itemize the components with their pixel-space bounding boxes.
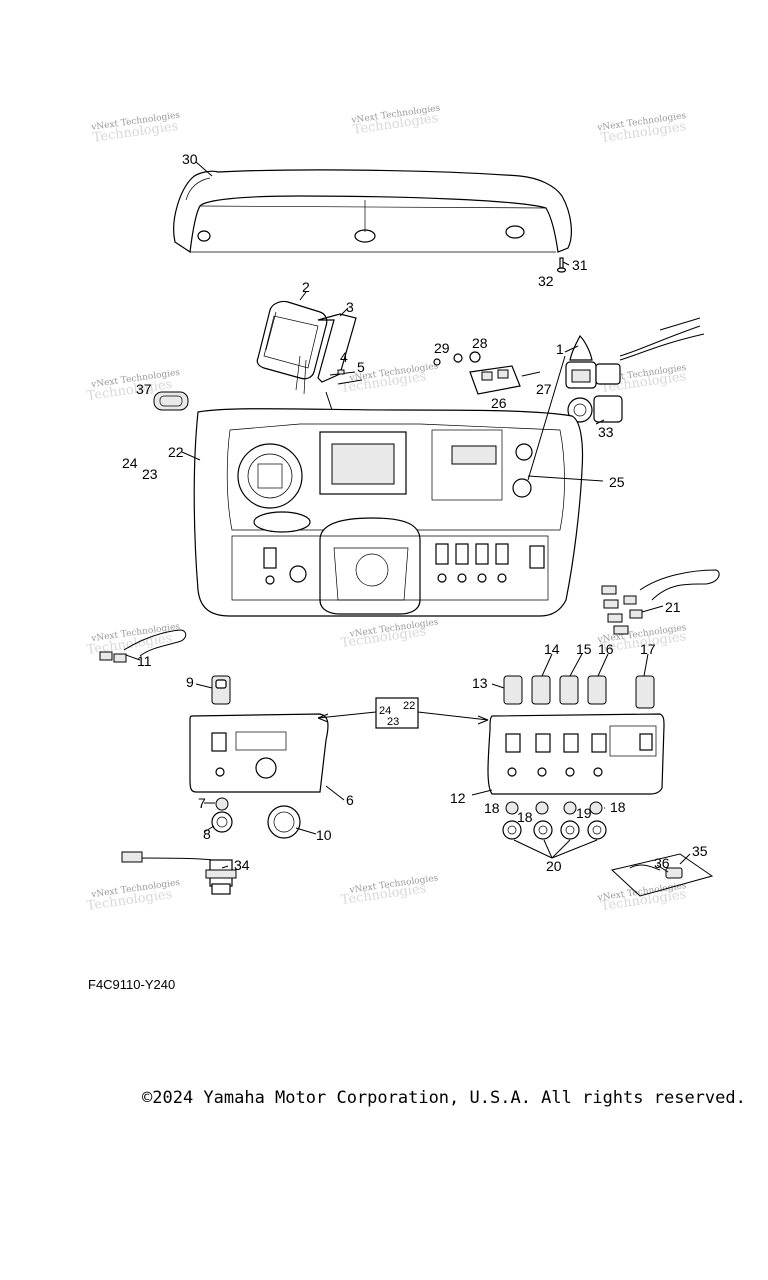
callout-5: 5	[357, 359, 365, 375]
callout-10: 10	[316, 827, 332, 843]
dashboard-part	[193, 408, 584, 617]
small-harness-part	[99, 629, 187, 663]
copyright-notice: ©2024 Yamaha Motor Corporation, U.S.A. A…	[142, 1088, 746, 1108]
callout-16: 16	[598, 641, 614, 657]
callout-15: 15	[576, 641, 592, 657]
callout-31: 31	[572, 257, 588, 273]
callout-box-23: 23	[387, 716, 399, 728]
key-fob-part	[153, 391, 189, 411]
callout-37: 37	[136, 381, 152, 397]
left-switch-panel-part	[189, 675, 329, 839]
visor-cover-part	[173, 169, 572, 273]
callout-20: 20	[546, 858, 562, 874]
callout-25: 25	[609, 474, 625, 490]
callout-3: 3	[346, 299, 354, 315]
callout-28: 28	[472, 335, 488, 351]
callout-17: 17	[640, 641, 656, 657]
watermark: Technologies vNext Technologies	[340, 873, 439, 908]
usb-module-part	[433, 351, 541, 395]
callout-2: 2	[302, 279, 310, 295]
callout-12: 12	[450, 790, 466, 806]
wire-harness-part	[601, 569, 720, 635]
watermark: Technologies vNext Technologies	[350, 103, 441, 137]
figure-code: F4C9110-Y240	[88, 977, 176, 992]
callout-32: 32	[538, 273, 554, 289]
callout-19: 19	[576, 805, 592, 821]
callout-6: 6	[346, 792, 354, 808]
callout-23: 23	[142, 466, 158, 482]
callout-29: 29	[434, 340, 450, 356]
key-part	[610, 853, 714, 897]
callout-18c: 18	[610, 799, 626, 815]
leader-lines	[125, 161, 691, 873]
callout-9: 9	[186, 674, 194, 690]
callout-30: 30	[182, 151, 198, 167]
right-switch-panel-part	[487, 675, 665, 859]
callout-7: 7	[198, 795, 206, 811]
callout-box-24: 24	[379, 705, 391, 717]
callout-36: 36	[654, 855, 670, 871]
callout-34: 34	[234, 857, 250, 873]
watermark: Technologies vNext Technologies	[90, 111, 181, 146]
watermark: Technologies vNext Technologies	[86, 878, 181, 914]
callout-4: 4	[340, 349, 348, 365]
callout-22: 22	[168, 444, 184, 460]
callout-24: 24	[122, 455, 138, 471]
callout-18a: 18	[484, 800, 500, 816]
callout-21: 21	[665, 599, 681, 615]
watermark: Technologies vNext Technologies	[340, 617, 440, 651]
watermark: Technologies vNext Technologies	[596, 111, 687, 146]
callout-1: 1	[556, 341, 564, 357]
callout-11: 11	[137, 653, 152, 669]
power-socket-part	[565, 317, 705, 423]
watermark: Technologies vNext Technologies	[340, 361, 439, 396]
callout-13: 13	[472, 675, 488, 691]
callout-26: 26	[491, 395, 507, 411]
callout-35: 35	[692, 843, 708, 859]
callout-labels: 30 31 32 2 3 4 5 29 28 1 27 26 33 37 22 …	[122, 151, 708, 874]
callout-8: 8	[203, 826, 211, 842]
callout-18b: 18	[517, 809, 533, 825]
hardware-box	[317, 697, 489, 729]
callout-33: 33	[598, 424, 614, 440]
callout-27: 27	[536, 381, 552, 397]
callout-box-22: 22	[403, 700, 415, 712]
callout-14: 14	[544, 641, 560, 657]
watermark: Technologies vNext Technologies	[596, 881, 687, 914]
